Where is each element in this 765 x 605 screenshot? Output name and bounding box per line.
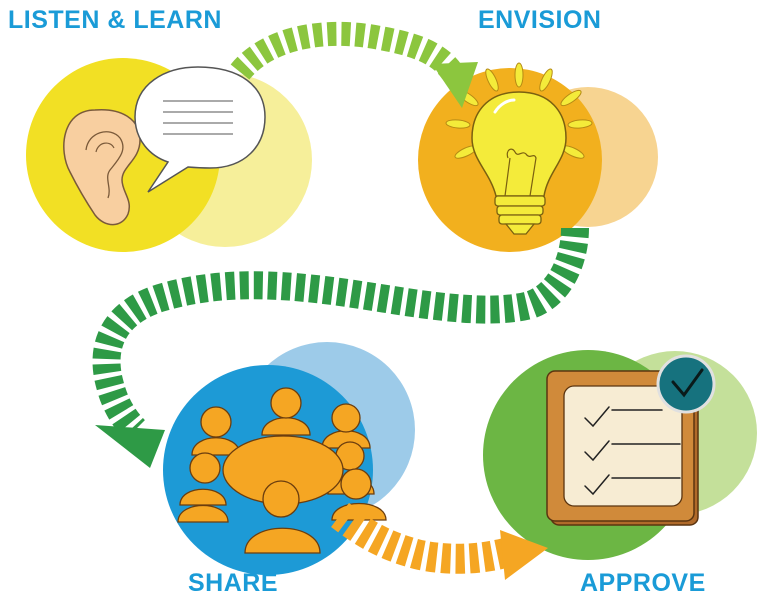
step-approve: [483, 350, 757, 560]
arrow-head: [95, 425, 165, 468]
checkmark-badge: [656, 354, 716, 414]
ear-inner-fold: [95, 142, 115, 153]
bulb-filament: [504, 148, 537, 197]
step-share: [163, 342, 415, 575]
checklist-items: [584, 406, 681, 496]
step-envision: [418, 62, 658, 252]
ear-inner-curve: [85, 131, 124, 199]
lightbulb-icon: [445, 62, 593, 235]
step-label-envision: ENVISION: [478, 6, 602, 34]
step-label-approve: APPROVE: [580, 569, 706, 597]
arrow-dashed-path: [230, 21, 462, 81]
check-icon: [671, 368, 704, 398]
ear-speech-bubble-icon: [63, 66, 266, 226]
arrow-head: [500, 530, 548, 580]
step-label-share: SHARE: [188, 569, 279, 597]
checklist-clipboard-icon: [546, 354, 716, 526]
speech-bubble: [134, 66, 266, 193]
arrow-listen-to-envision: [230, 21, 478, 108]
step-listen: [26, 58, 312, 252]
arrow-envision-to-share: [92, 227, 589, 468]
meeting-table-icon: [177, 387, 387, 554]
checklist-paper: [563, 385, 683, 507]
arrow-share-to-approve: [331, 502, 548, 580]
arrow-head: [432, 62, 478, 108]
arrow-dashed-path: [92, 227, 589, 440]
arrow-dashed-path: [331, 502, 509, 574]
step-label-listen: LISTEN & LEARN: [8, 6, 222, 34]
